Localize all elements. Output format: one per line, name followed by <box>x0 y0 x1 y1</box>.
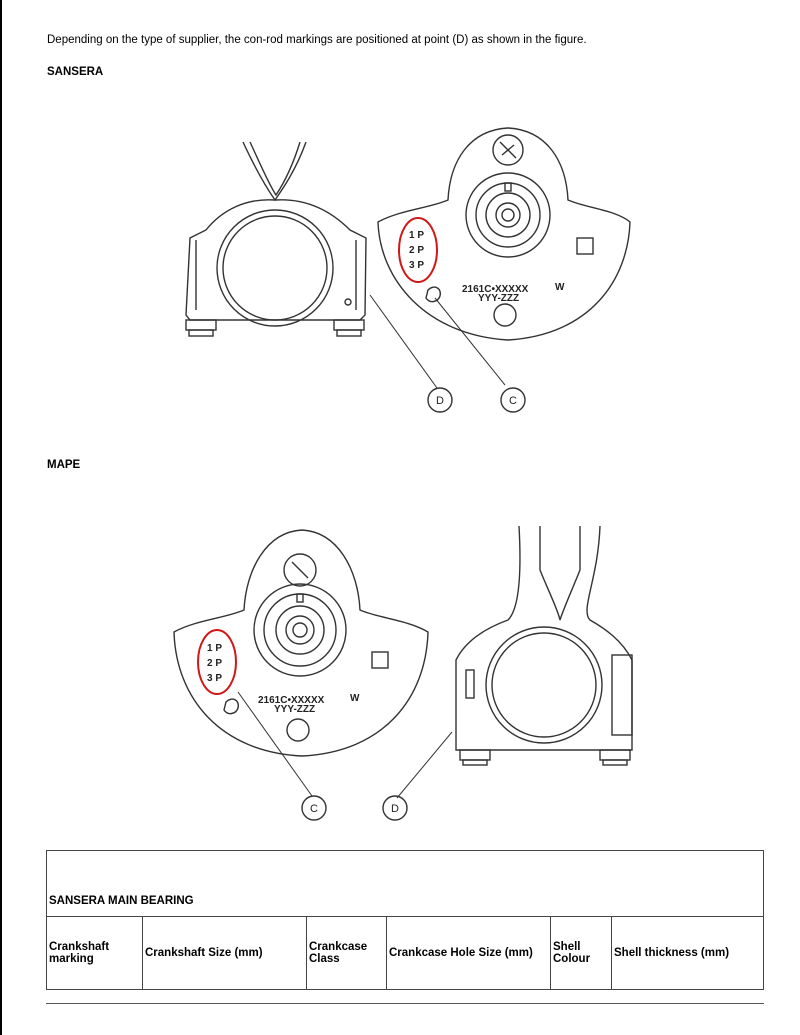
callout-d-label-mape: D <box>391 803 399 815</box>
conrod-side-view-sansera <box>185 141 367 337</box>
section-label-sansera: SANSERA <box>47 66 104 78</box>
callout-d-label: D <box>436 395 444 407</box>
marking-2p-mape: 2 P <box>207 658 222 669</box>
page-left-border <box>0 0 2 1035</box>
conrod-cap-view-mape <box>173 529 429 757</box>
part-code: 2161C•XXXXX <box>462 284 529 295</box>
header-crankcase-class: Crankcase Class <box>306 916 387 990</box>
figure-mape: 1 P 2 P 3 P 2161C•XXXXX YYY-ZZZ W C D <box>173 525 633 821</box>
figure-sansera: 1 P 2 P 3 P 2161C•XXXXX YYY-ZZZ W D C <box>185 127 631 413</box>
callout-d-sansera <box>427 387 453 413</box>
conrod-cap-view-sansera <box>377 127 631 341</box>
marking-3p: 3 P <box>409 260 424 271</box>
sansera-main-bearing-table: SANSERA MAIN BEARING Crankshaft marking … <box>46 850 764 990</box>
marking-1p-mape: 1 P <box>207 643 222 654</box>
marking-highlight-sansera <box>398 217 438 283</box>
bottom-rule <box>46 1003 764 1004</box>
callout-c-mape <box>301 795 327 821</box>
header-crankcase-hole-size: Crankcase Hole Size (mm) <box>386 916 551 990</box>
marking-3p-mape: 3 P <box>207 673 222 684</box>
section-label-mape: MAPE <box>47 459 81 471</box>
marking-1p: 1 P <box>409 230 424 241</box>
callout-c-label: C <box>509 395 517 407</box>
header-crankshaft-marking: Crankshaft marking <box>46 916 143 990</box>
weight-letter: W <box>555 282 565 293</box>
header-shell-colour: Shell Colour <box>550 916 612 990</box>
conrod-side-view-mape <box>455 525 633 766</box>
part-code-mape: 2161C•XXXXX <box>258 695 325 706</box>
callout-d-mape <box>382 795 408 821</box>
batch-code-mape: YYY-ZZZ <box>274 704 315 715</box>
header-crankshaft-size: Crankshaft Size (mm) <box>142 916 307 990</box>
weight-letter-mape: W <box>350 693 360 704</box>
intro-paragraph: Depending on the type of supplier, the c… <box>47 34 587 46</box>
marking-2p: 2 P <box>409 245 424 256</box>
header-shell-thickness: Shell thickness (mm) <box>611 916 764 990</box>
marking-highlight-mape <box>197 629 237 695</box>
batch-code: YYY-ZZZ <box>478 293 519 304</box>
table-title: SANSERA MAIN BEARING <box>46 850 764 917</box>
callout-c-sansera <box>500 387 526 413</box>
callout-c-label-mape: C <box>310 803 318 815</box>
